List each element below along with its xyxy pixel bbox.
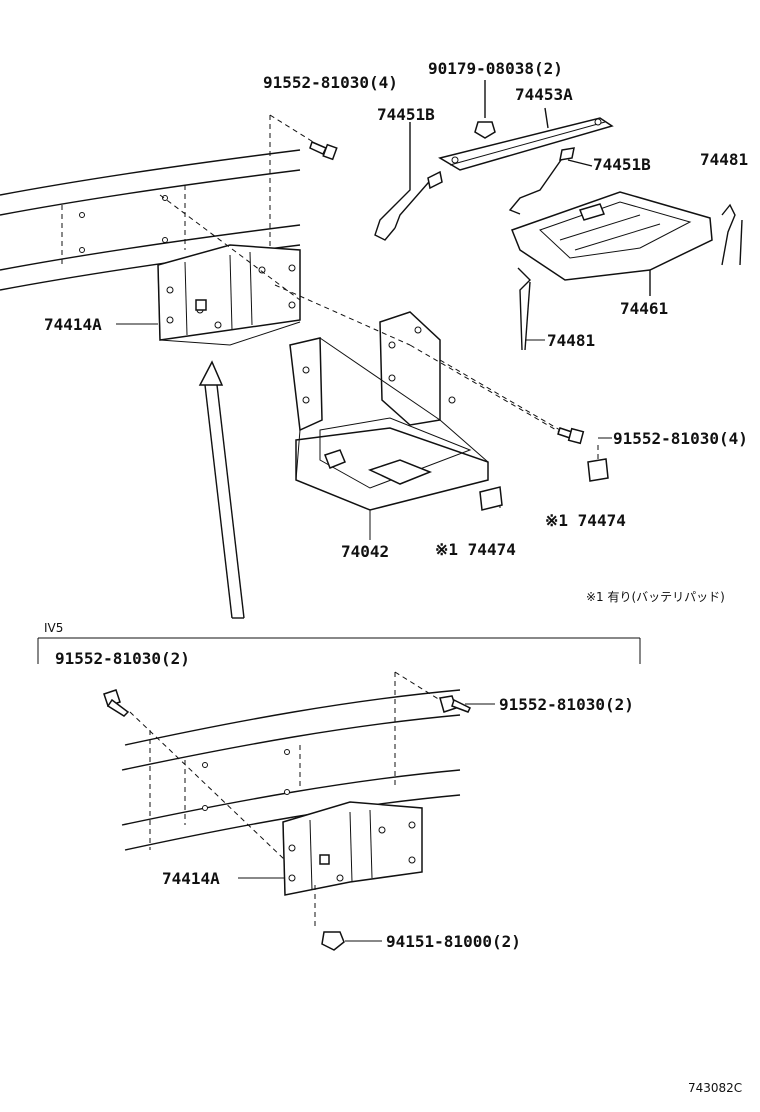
label-clip-mid: 74481 bbox=[547, 331, 595, 350]
label-bolt-top: 91552-81030(4) bbox=[263, 73, 398, 92]
rod-right-drawing bbox=[508, 147, 593, 215]
bracket-lower-drawing bbox=[129, 671, 441, 930]
iv5-section-bracket bbox=[37, 637, 641, 664]
label-cover: 74461 bbox=[620, 299, 668, 318]
battery-pads-drawing bbox=[479, 445, 609, 511]
label-variant: IV5 bbox=[44, 621, 63, 635]
bolts-lower-drawing bbox=[103, 689, 472, 951]
bolt-right-drawing bbox=[557, 427, 585, 445]
leader-lines bbox=[116, 323, 612, 942]
battery-cover-drawing bbox=[511, 191, 713, 296]
frame-rail-upper bbox=[0, 115, 301, 291]
arrow-up-drawing bbox=[198, 360, 245, 619]
label-bracket-upper: 74414A bbox=[44, 315, 102, 334]
rod-left-drawing bbox=[374, 122, 443, 241]
label-diagram-code: 743082C bbox=[688, 1081, 742, 1095]
frame-rail-lower bbox=[121, 672, 461, 851]
label-pad-right: ※1 74474 bbox=[545, 511, 626, 530]
nut-top-drawing bbox=[474, 80, 496, 139]
label-pad-center: ※1 74474 bbox=[435, 540, 516, 559]
label-clip-top: 74481 bbox=[700, 150, 748, 169]
clips-drawing bbox=[517, 203, 743, 351]
label-clamp: 74453A bbox=[515, 85, 573, 104]
label-rod-left: 74451B bbox=[377, 105, 435, 124]
label-note: ※1 有り(バッテリパッド) bbox=[586, 590, 725, 604]
label-bolt-right: 91552-81030(4) bbox=[613, 429, 748, 448]
clamp-drawing bbox=[438, 107, 614, 171]
label-bolt-lower-left: 91552-81030(2) bbox=[55, 649, 190, 668]
label-rod-right: 74451B bbox=[593, 155, 651, 174]
label-bracket-lower: 74414A bbox=[162, 869, 220, 888]
bolt-top-drawing bbox=[159, 114, 338, 301]
label-nut-top: 90179-08038(2) bbox=[428, 59, 563, 78]
bracket-upper-drawing bbox=[157, 244, 301, 346]
label-tray: 74042 bbox=[341, 542, 389, 561]
battery-tray-drawing bbox=[274, 284, 571, 511]
label-nut-lower: 94151-81000(2) bbox=[386, 932, 521, 951]
label-bolt-lower-right: 91552-81030(2) bbox=[499, 695, 634, 714]
